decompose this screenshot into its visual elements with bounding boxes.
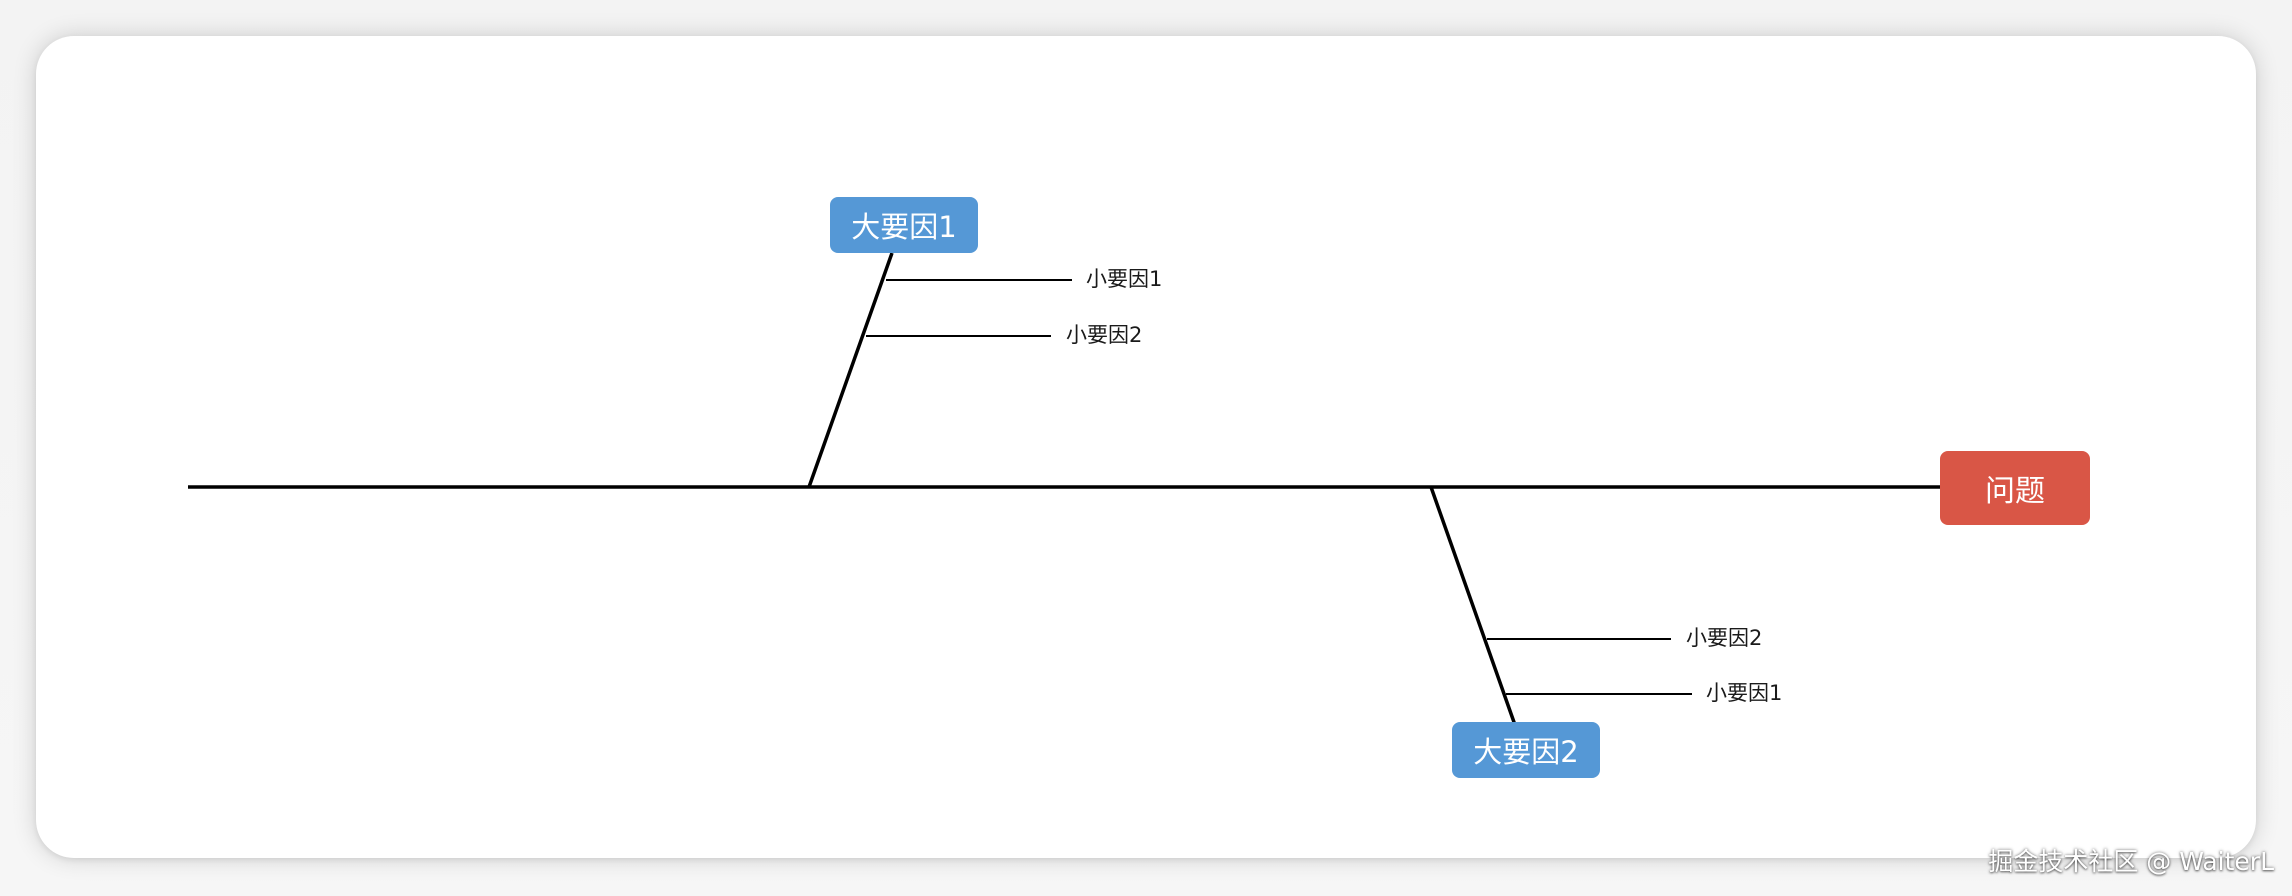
major-cause-node-1[interactable]: 大要因1 (830, 197, 978, 253)
major-bone-2 (1429, 486, 1517, 726)
fishbone-lines (188, 252, 1942, 726)
major-bone-1 (807, 252, 894, 488)
major-cause-label-1: 大要因1 (851, 210, 957, 244)
minor-cause-label-1-2[interactable]: 小要因2 (1066, 323, 1143, 347)
fishbone-diagram-canvas: 大要因1 小要因1 小要因2 大要因2 小要因2 小要因1 问题 (36, 36, 2256, 858)
problem-label: 问题 (1985, 474, 2045, 509)
problem-node[interactable]: 问题 (1940, 451, 2090, 525)
major-cause-label-2: 大要因2 (1473, 735, 1579, 769)
major-cause-node-2[interactable]: 大要因2 (1452, 722, 1600, 778)
watermark-text: 掘金技术社区 @ WaiterL (1988, 847, 2274, 876)
minor-cause-label-1-1[interactable]: 小要因1 (1086, 267, 1163, 291)
minor-cause-label-2-1[interactable]: 小要因2 (1686, 626, 1763, 650)
minor-cause-label-2-2[interactable]: 小要因1 (1706, 681, 1783, 705)
